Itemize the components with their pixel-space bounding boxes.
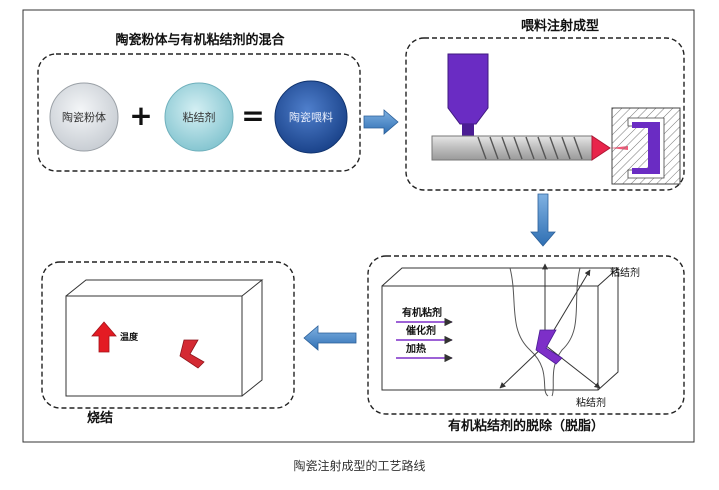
sintering-block-side [241,280,263,397]
figure-caption: 陶瓷注射成型的工艺路线 [293,459,426,473]
hopper-shape [447,53,489,125]
debinding-panel: 有机粘结剂的脱除（脱脂） 有机粘剂 催化剂 加热 粘结剂 粘结剂 [367,255,685,434]
temperature-up-arrow [91,321,117,353]
label-organic-binder: 有机粘剂 [402,306,442,319]
flow-curve-right [551,267,581,397]
equals-sign: = [241,99,264,132]
arrow-injection-to-debinding [530,193,556,247]
label-binder-bottom: 粘结剂 [576,396,606,409]
injection-title: 喂料注射成型 [521,18,599,34]
screw-flights [477,136,583,160]
debinding-block-side [597,268,619,391]
molded-part [632,122,660,174]
feedstock-circle [274,80,348,154]
flow-curve-left [509,267,549,397]
nozzle-tip [591,135,611,161]
debinding-panel-border [367,255,685,415]
arrow-debinding-to-sintering [303,325,357,351]
sintering-block-top [65,279,264,297]
ceramic-powder-label: 陶瓷粉体 [62,110,106,124]
debinding-block-front [381,285,599,391]
hopper-throat [462,124,474,136]
feedstock-label: 陶瓷喂料 [289,110,333,124]
temperature-label: 温度 [120,331,139,343]
mixing-panel-border [37,53,361,172]
sintering-block-front [65,295,243,397]
plus-sign: + [129,99,152,132]
input-arrows [396,317,453,363]
sintered-part [179,339,205,369]
debinding-part [535,329,563,365]
sintering-panel: 烧结 温度 [41,261,295,426]
label-binder-top: 粘结剂 [610,266,640,279]
injection-panel-border [405,37,685,191]
arrow-mix-to-injection [363,109,399,135]
ceramic-powder-circle [49,82,119,152]
diffusion-arrows [499,263,601,389]
label-catalyst: 催化剂 [406,324,436,337]
barrel [431,135,593,161]
sintering-title: 烧结 [87,410,113,426]
sintering-panel-border [41,261,295,409]
binder-label: 粘结剂 [183,110,216,124]
mixing-panel: 陶瓷粉体与有机粘结剂的混合 陶瓷粉体 + 粘结剂 = 陶瓷喂料 [37,32,361,172]
binder-circle [164,82,234,152]
injection-panel: 喂料注射成型 [405,18,685,191]
mixing-title: 陶瓷粉体与有机粘结剂的混合 [115,32,285,48]
debinding-title: 有机粘结剂的脱除（脱脂） [448,418,604,434]
label-heating: 加热 [405,342,426,355]
